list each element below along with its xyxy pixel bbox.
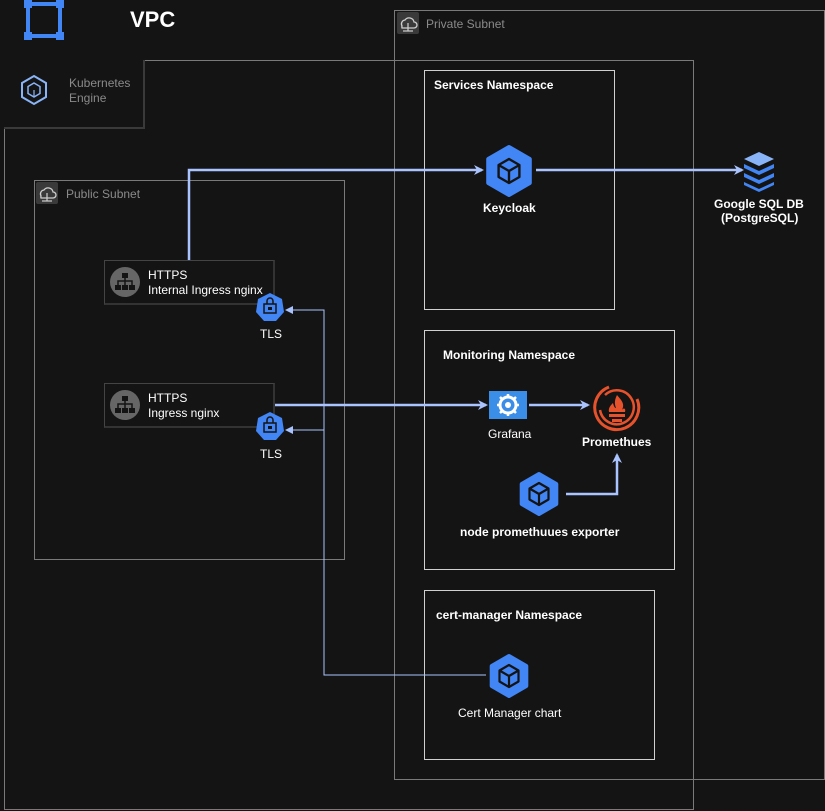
cert-manager-chart-label: Cert Manager chart [458,706,562,720]
kubernetes-engine-cluster [4,60,694,810]
services-namespace [424,70,615,310]
kubernetes-engine-label-1: Kubernetes [69,76,131,90]
internal-ingress-https: HTTPS [148,268,188,282]
cert-manager-namespace-label: cert-manager Namespace [436,608,583,622]
connector-exporter-to-prometheus [566,453,622,496]
node-exporter-label: node promethuues exporter [460,525,620,539]
google-sql-label-1: Google SQL DB [714,197,804,211]
grafana-icon [489,391,527,419]
private-subnet-label: Private Subnet [426,17,505,31]
ingress-nginx-icon [110,390,140,420]
vpc-icon [24,0,64,40]
private-subnet-cloud-icon [397,12,419,34]
kubernetes-engine-icon [21,74,47,106]
ingress-https: HTTPS [148,391,188,405]
kubernetes-engine-card[interactable] [4,60,145,129]
google-sql-label-2: (PostgreSQL) [721,211,799,225]
services-namespace-label: Services Namespace [434,78,554,92]
internal-ingress-tls-label: TLS [260,327,283,341]
ingress-name: Ingress nginx [148,406,220,420]
ingress-nginx-internal-icon [110,267,140,297]
grafana-label: Grafana [488,427,532,441]
monitoring-namespace [424,330,675,570]
public-subnet-cloud-icon [36,182,58,204]
tls-secret-icon [256,412,284,440]
connector-cert-manager-to-tls [285,306,486,676]
prometheus-icon [593,385,641,432]
kubernetes-engine-label-2: Engine [69,91,107,105]
prometheus-label: Promethues [582,435,652,449]
database-icon [744,152,774,192]
tls-secret-icon-internal [256,293,284,321]
internal-ingress-name: Internal Ingress nginx [148,283,263,297]
public-subnet-label: Public Subnet [66,187,141,201]
cert-manager-icon [489,654,529,698]
node-exporter-icon [519,472,559,516]
ingress-tls-label: TLS [260,447,283,461]
keycloak-label: Keycloak [483,201,536,215]
keycloak-icon [486,145,532,197]
monitoring-namespace-label: Monitoring Namespace [443,348,576,362]
vpc-title: VPC [130,7,176,32]
connector-internal-ingress-to-keycloak [187,165,484,260]
